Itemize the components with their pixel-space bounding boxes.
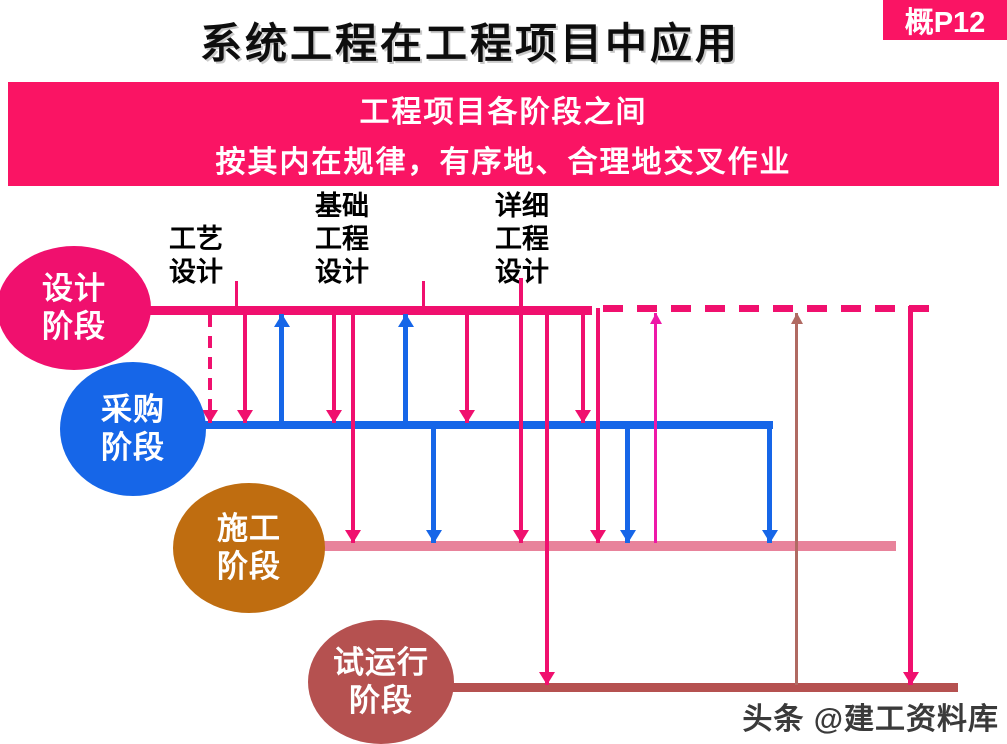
trial-run-phase-bar [448,683,958,692]
arrow-design-to-construction-1 [351,315,355,543]
phase-circle-trial-run: 试运行 阶段 [308,620,454,744]
arrow-design-to-procurement-4 [581,315,585,423]
arrow-design-to-construction-2 [519,278,523,543]
page-ref-badge: 概P12 [883,0,1007,40]
milestone-label-basic-engineering-design: 基础 工程 设计 [315,191,369,287]
phase-circle-construction: 施工 阶段 [173,483,325,613]
arrow-design-to-construction-3 [596,308,600,543]
procurement-phase-bar [203,421,773,429]
banner-line-2: 按其内在规律，有序地、合理地交叉作业 [215,145,792,179]
milestone-label-detailed-engineering-design: 详细 工程 设计 [495,191,549,287]
construction-phase-bar [322,541,896,551]
banner-line-1: 工程项目各阶段之间 [359,96,648,130]
watermark: 头条 @建工资料库 [742,703,999,736]
arrow-procurement-to-construction-2 [625,429,630,543]
phase-circle-design: 设计 阶段 [0,246,151,370]
arrow-procurement-to-design-2 [403,314,408,423]
arrow-procurement-to-design-1 [279,314,284,423]
arrow-design-to-procurement-dashed [208,315,212,423]
arrow-design-extension-to-trial-run [908,306,913,685]
phase-circle-procurement: 采购 阶段 [60,362,206,496]
milestone-label-process-design: 工艺 设计 [169,224,223,287]
design-bar-tick-1 [235,281,238,306]
arrow-construction-to-design-feedback [654,313,657,543]
arrow-design-to-procurement-3 [465,315,469,423]
arrow-trial-run-to-design-feedback [795,313,798,685]
arrow-design-to-trial-run [545,315,549,685]
arrow-procurement-to-construction-1 [431,429,436,543]
arrow-design-to-procurement-1 [243,315,247,423]
arrow-procurement-to-construction-3 [767,429,772,543]
design-bar-tick-2 [422,281,425,306]
page-title: 系统工程在工程项目中应用 [199,20,740,67]
arrow-design-to-procurement-2 [332,315,336,423]
design-phase-dashed-extension [603,305,935,312]
design-phase-bar [146,306,592,315]
subtitle-banner: 工程项目各阶段之间 按其内在规律，有序地、合理地交叉作业 [8,82,999,186]
